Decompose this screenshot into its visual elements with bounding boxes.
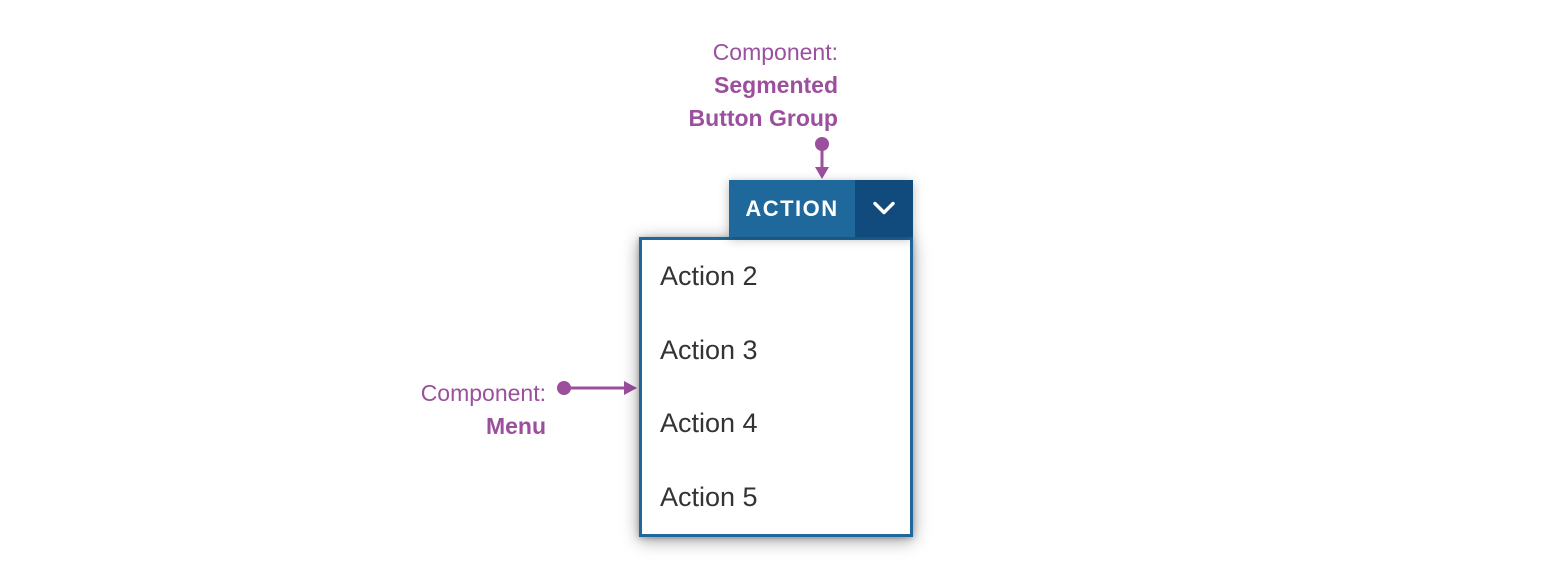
annotation-prefix: Component: [712, 39, 838, 65]
menu-item-action-5[interactable]: Action 5 [642, 460, 910, 534]
right-arrow-icon [557, 381, 637, 395]
action-button[interactable]: ACTION [729, 180, 855, 237]
annotation-component-name-line1: Segmented [714, 72, 838, 98]
dropdown-toggle-button[interactable] [855, 180, 913, 237]
dropdown-menu: Action 2 Action 3 Action 4 Action 5 [639, 237, 913, 537]
chevron-down-icon [873, 201, 895, 215]
down-arrow-icon [815, 137, 829, 179]
annotation-menu: Component: Menu [421, 377, 546, 443]
annotation-segmented-button-group: Component: Segmented Button Group [689, 36, 838, 135]
annotation-component-name: Menu [485, 413, 546, 439]
menu-item-action-4[interactable]: Action 4 [642, 387, 910, 461]
segmented-button-group: ACTION [729, 180, 913, 237]
annotation-prefix: Component: [420, 380, 546, 406]
annotation-component-name-line2: Button Group [688, 105, 838, 131]
menu-item-action-3[interactable]: Action 3 [642, 313, 910, 387]
menu-item-action-2[interactable]: Action 2 [642, 240, 910, 314]
